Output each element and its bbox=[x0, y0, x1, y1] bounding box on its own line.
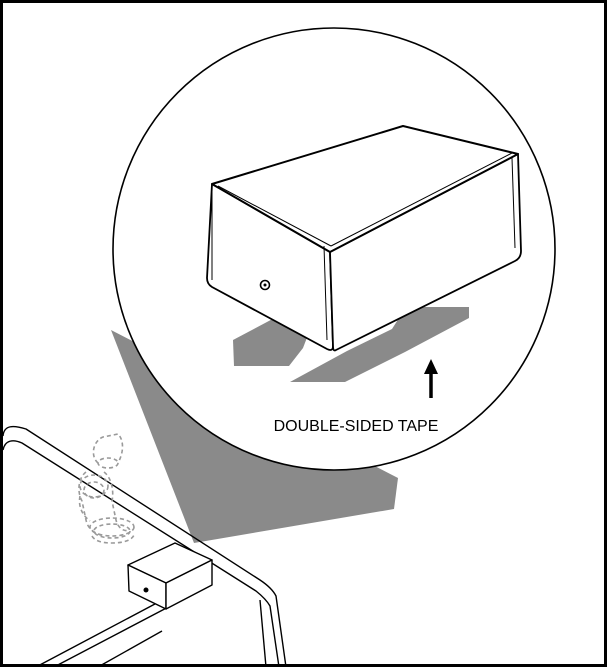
vent-duct bbox=[78, 433, 135, 544]
callout-label: DOUBLE-SIDED TAPE bbox=[274, 418, 439, 435]
enlarged-sensor-box bbox=[206, 125, 522, 352]
arrow-up-icon bbox=[424, 359, 438, 398]
small-sensor-box bbox=[127, 542, 213, 610]
